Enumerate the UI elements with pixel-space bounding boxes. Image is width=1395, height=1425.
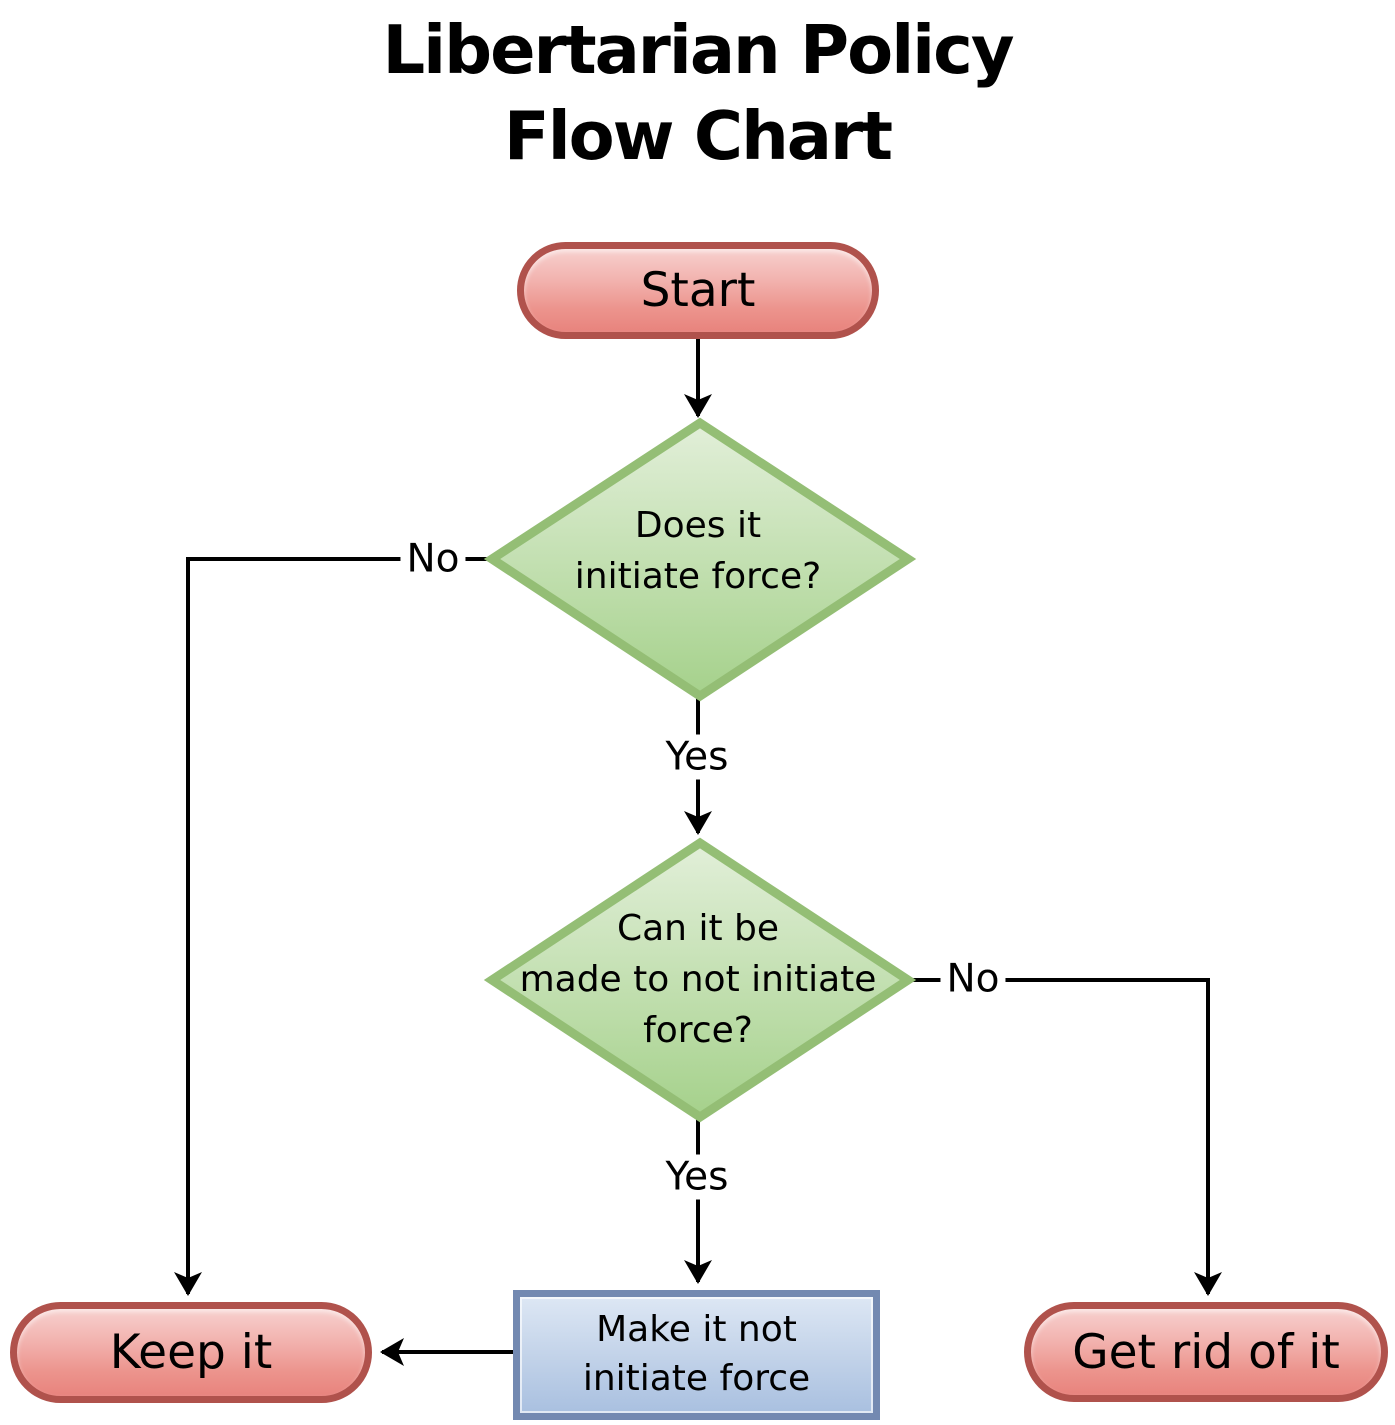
edge-decision2-no-to-discard xyxy=(909,978,1222,1296)
node-keep-it: Keep it xyxy=(10,1302,372,1403)
node-decision1: Does it initiate force? xyxy=(468,500,928,602)
edge-decision1-no-to-keep xyxy=(174,557,491,1296)
decision1-line1: Does it xyxy=(634,505,762,546)
node-process: Make it not initiate force xyxy=(513,1290,880,1420)
edge-label-decision2-no: No xyxy=(940,956,1006,1002)
node-keep-it-label: Keep it xyxy=(109,1325,273,1380)
edge-label-decision1-no: No xyxy=(400,536,466,582)
decision2-diamond-shape xyxy=(483,837,917,1123)
decision2-line3: force? xyxy=(643,1010,753,1052)
process-line2: initiate force xyxy=(582,1358,811,1399)
node-decision2: Can it be made to not initiate force? xyxy=(458,903,938,1056)
node-start-label: Start xyxy=(640,263,756,318)
page-title-line1: Libertarian Policy xyxy=(382,11,1014,89)
page-title: Libertarian Policy Flow Chart xyxy=(0,8,1395,180)
node-start: Start xyxy=(517,242,879,339)
decision2-line2: made to not initiate xyxy=(519,959,877,1001)
decision2-line1: Can it be xyxy=(616,908,780,949)
edge-label-decision1-yes: Yes xyxy=(659,734,735,780)
decision1-line2: initiate force? xyxy=(574,556,822,598)
process-line1: Make it not xyxy=(596,1309,797,1351)
decision1-diamond-shape xyxy=(483,417,917,702)
page-title-line2: Flow Chart xyxy=(503,96,893,175)
node-get-rid-of-it: Get rid of it xyxy=(1024,1302,1388,1402)
edge-label-decision2-yes: Yes xyxy=(659,1154,735,1200)
node-get-rid-of-it-label: Get rid of it xyxy=(1072,1324,1340,1380)
